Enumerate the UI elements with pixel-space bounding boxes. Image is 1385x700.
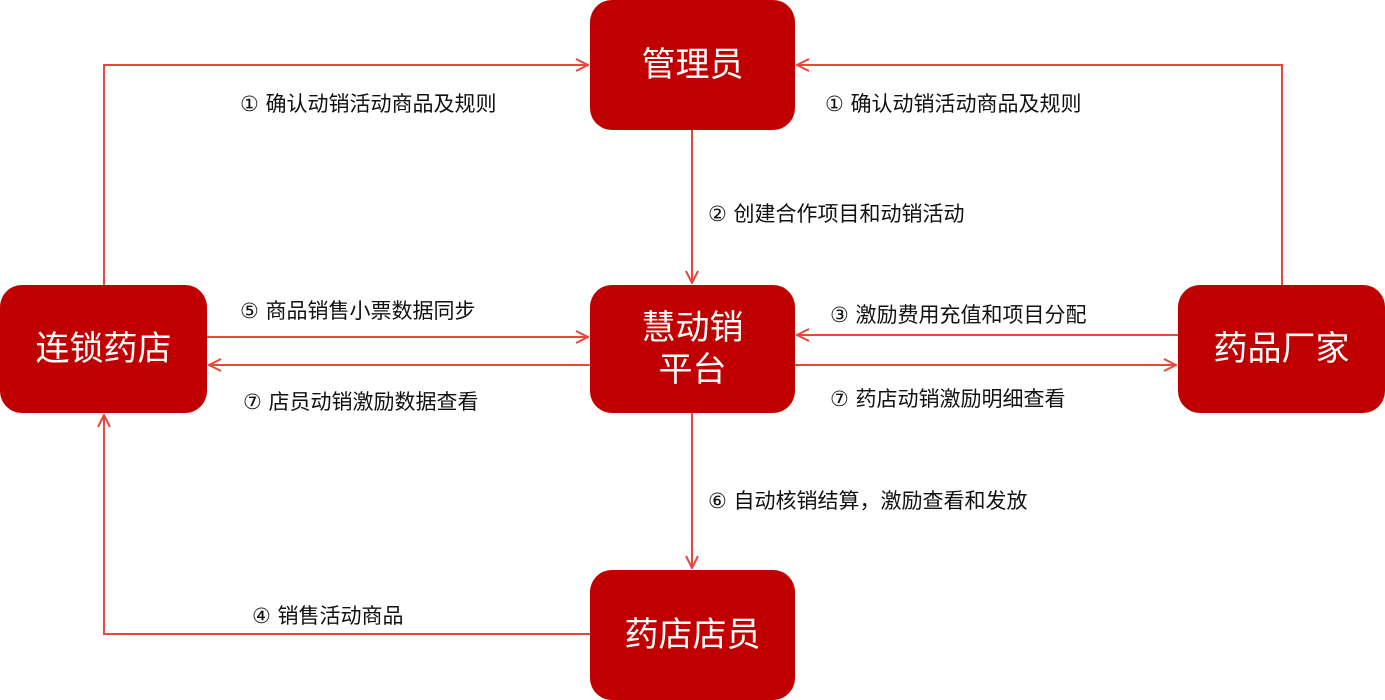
node-admin-label: 管理员 <box>641 45 744 85</box>
edge-staff-to-chain <box>104 415 590 635</box>
node-platform-label-1: 慧动销 <box>641 308 744 348</box>
edge-label-platform-to-chain: ⑦ 店员动销激励数据查看 <box>243 390 479 414</box>
edge-label-admin-to-platform: ② 创建合作项目和动销活动 <box>708 202 965 226</box>
node-staff-label: 药店店员 <box>624 615 761 655</box>
edge-label-chain-to-platform: ⑤ 商品销售小票数据同步 <box>240 299 476 323</box>
edge-label-maker-to-platform: ③ 激励费用充值和项目分配 <box>830 303 1087 327</box>
edge-label-platform-to-staff: ⑥ 自动核销结算，激励查看和发放 <box>708 489 1028 513</box>
node-maker-label: 药品厂家 <box>1213 329 1350 369</box>
edge-label-staff-to-chain: ④ 销售活动商品 <box>252 604 404 628</box>
edge-label-chain-to-admin: ① 确认动销活动商品及规则 <box>240 92 497 116</box>
edge-label-platform-to-maker: ⑦ 药店动销激励明细查看 <box>830 387 1066 411</box>
node-admin: 管理员 <box>590 0 795 130</box>
edge-maker-to-admin <box>797 65 1283 285</box>
node-maker: 药品厂家 <box>1178 285 1385 413</box>
node-platform-label-2: 平台 <box>658 350 727 390</box>
node-chain: 连锁药店 <box>0 285 207 413</box>
node-staff: 药店店员 <box>590 570 795 700</box>
edge-label-maker-to-admin: ① 确认动销活动商品及规则 <box>825 92 1082 116</box>
node-chain-label: 连锁药店 <box>35 329 172 369</box>
node-platform: 慧动销 平台 <box>590 285 795 413</box>
edge-chain-to-admin <box>103 65 588 285</box>
